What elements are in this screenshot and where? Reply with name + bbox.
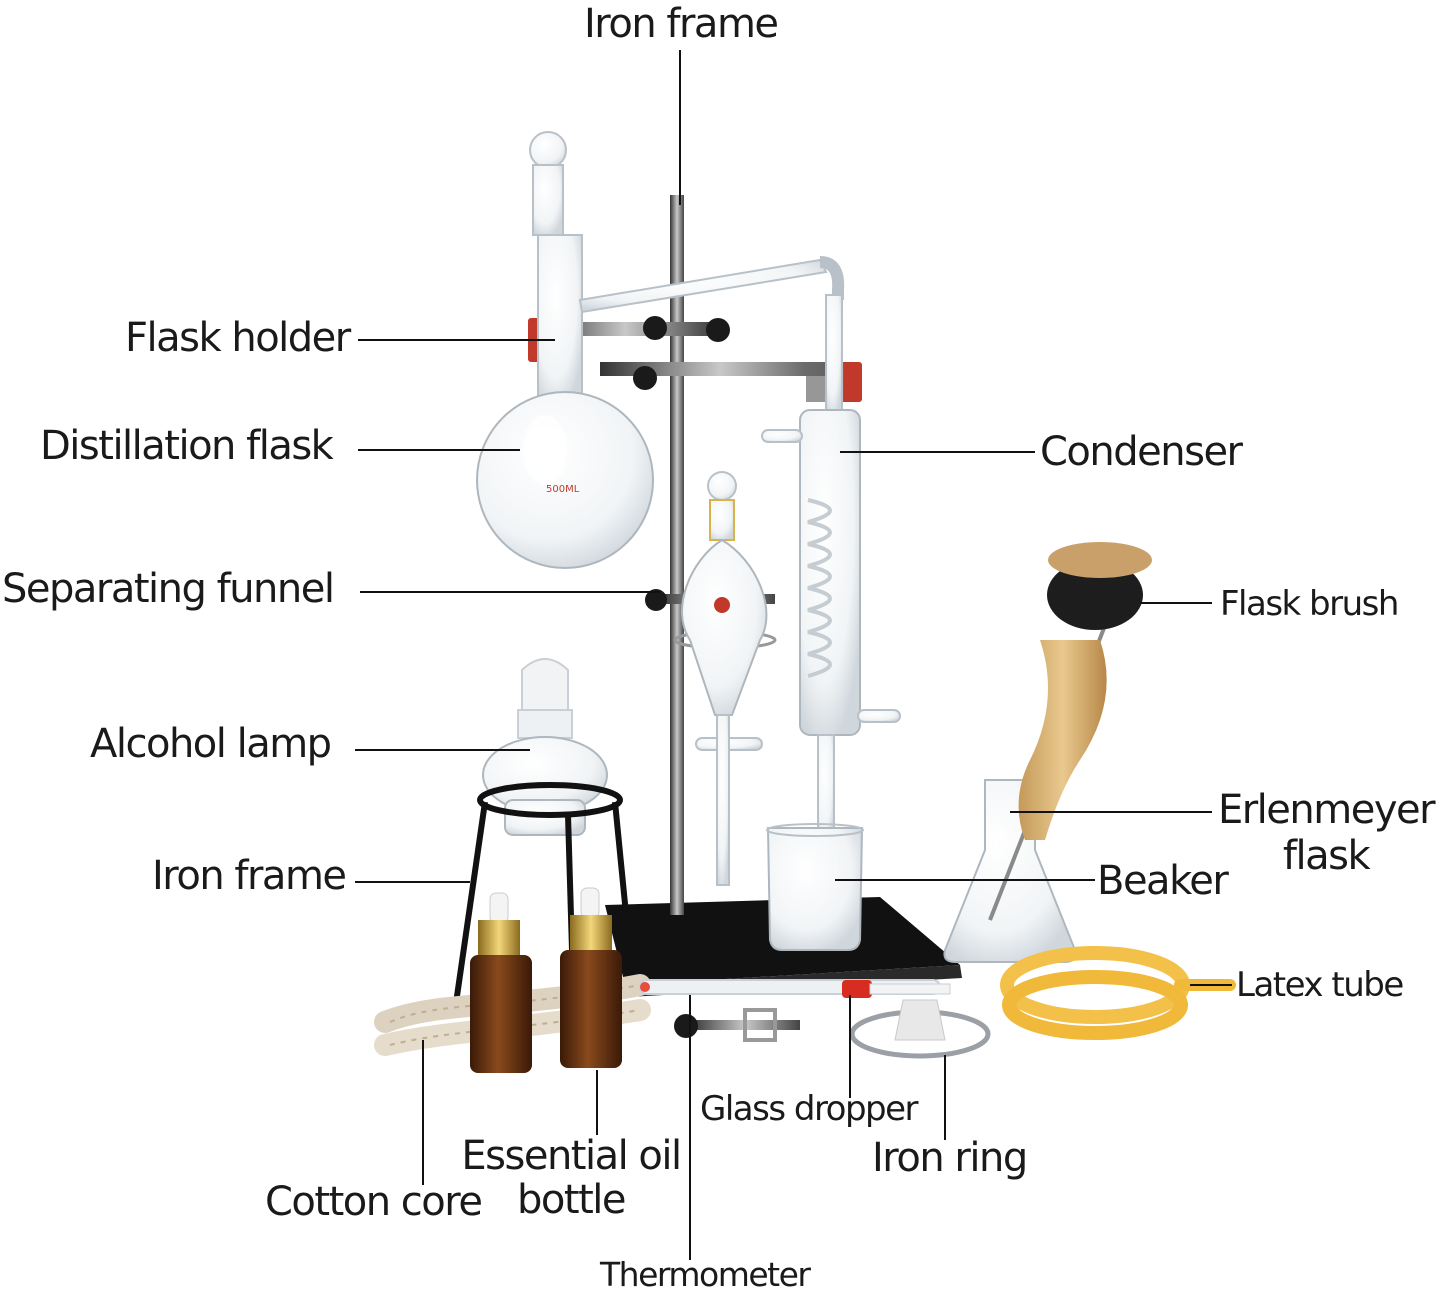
vapor-tube xyxy=(578,256,845,314)
label-alcohol-lamp: Alcohol lamp xyxy=(90,721,332,767)
label-flask-holder: Flask holder xyxy=(125,315,351,361)
label-iron-ring: Iron ring xyxy=(872,1135,1028,1181)
separating-funnel xyxy=(681,471,768,886)
small-clamp xyxy=(674,1008,800,1042)
glass-dropper xyxy=(842,980,951,998)
label-thermometer: Thermometer xyxy=(600,1255,811,1294)
alcohol-lamp xyxy=(482,658,608,836)
label-erlenmeyer-line1: Erlenmeyer xyxy=(1217,787,1436,833)
flask-brush xyxy=(988,542,1152,921)
label-essential-oil-line2: bottle xyxy=(517,1177,626,1223)
label-beaker: Beaker xyxy=(1097,858,1229,904)
beaker xyxy=(766,823,864,951)
label-flask-brush: Flask brush xyxy=(1220,584,1399,624)
stand-rod xyxy=(670,195,684,915)
latex-tube xyxy=(1000,946,1236,1040)
tripod-iron-frame xyxy=(452,782,635,1011)
label-essential-oil-line1: Essential oil xyxy=(461,1133,682,1179)
distillation-flask: 500ML xyxy=(476,131,654,569)
label-glass-dropper: Glass dropper xyxy=(700,1089,919,1129)
iron-ring xyxy=(849,999,991,1059)
label-iron-frame-top: Iron frame xyxy=(584,1,779,47)
label-condenser: Condenser xyxy=(1040,429,1243,475)
condenser xyxy=(761,294,901,846)
label-iron-frame-lower: Iron frame xyxy=(152,853,347,899)
label-erlenmeyer-line2: flask xyxy=(1282,833,1371,879)
label-essential-oil-bottle: Essential oil bottle xyxy=(455,1136,687,1220)
label-cotton-core: Cotton core xyxy=(265,1179,483,1225)
label-erlenmeyer-flask: Erlenmeyer flask xyxy=(1215,790,1437,876)
label-distillation-flask: Distillation flask xyxy=(40,423,334,469)
label-separating-funnel: Separating funnel xyxy=(2,566,335,612)
essential-oil-bottle xyxy=(470,887,622,1073)
label-latex-tube: Latex tube xyxy=(1236,965,1404,1005)
flask-marking: 500ML xyxy=(546,484,580,495)
leader-lines xyxy=(355,50,1232,1260)
condenser-clamp xyxy=(600,362,862,402)
